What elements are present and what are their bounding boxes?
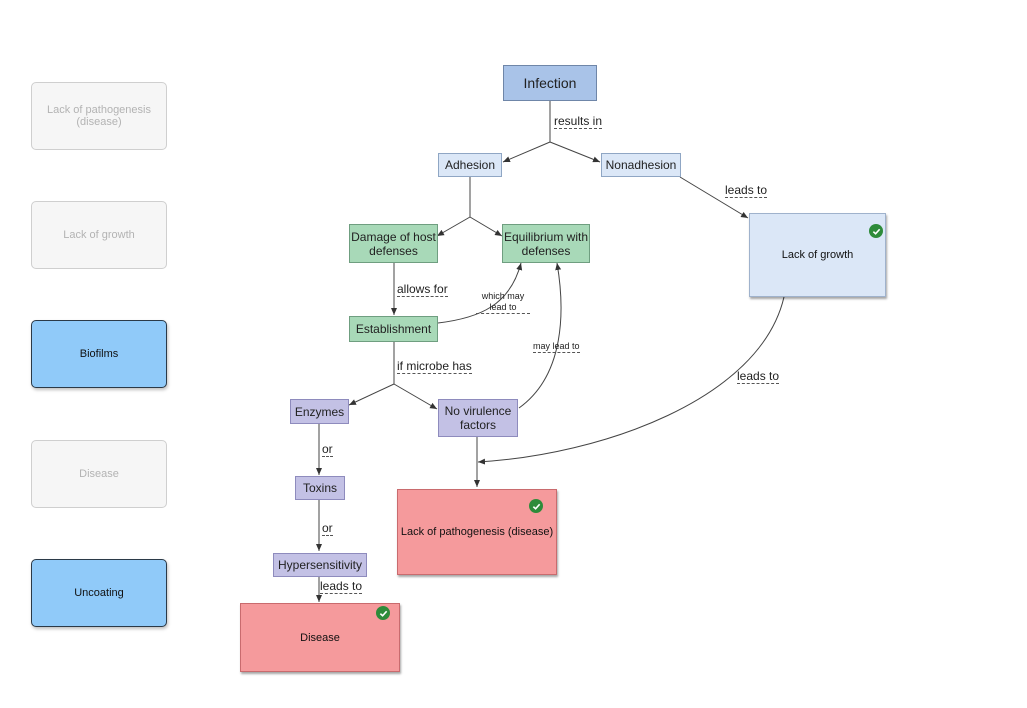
- drop-zone-label: Lack of growth: [781, 249, 854, 261]
- bank-item-lack-of-pathogenesis: Lack of pathogenesis (disease): [31, 82, 167, 150]
- node-damage-of-host-defenses: Damage of host defenses: [349, 224, 438, 263]
- link-label-which-may-lead-to: which may lead to: [476, 291, 530, 314]
- correct-check-icon: [529, 499, 543, 513]
- node-no-virulence-factors: No virulence factors: [438, 399, 518, 437]
- link-label-if-microbe-has: if microbe has: [397, 359, 472, 374]
- node-infection: Infection: [503, 65, 597, 101]
- link-label-or: or: [322, 442, 333, 457]
- bank-item-disease: Disease: [31, 440, 167, 508]
- correct-check-icon: [869, 224, 883, 238]
- bank-item-lack-of-growth: Lack of growth: [31, 201, 167, 269]
- node-enzymes: Enzymes: [290, 399, 349, 424]
- node-equilibrium-with-defenses: Equilibrium with defenses: [502, 224, 590, 263]
- drop-zone-lack-of-pathogenesis[interactable]: Lack of pathogenesis (disease): [397, 489, 557, 575]
- bank-item-biofilms[interactable]: Biofilms: [31, 320, 167, 388]
- bank-item-uncoating[interactable]: Uncoating: [31, 559, 167, 627]
- link-label-leads-to: leads to: [725, 183, 768, 198]
- link-label-results-in: results in: [554, 114, 603, 129]
- node-toxins: Toxins: [295, 476, 345, 500]
- node-establishment: Establishment: [349, 316, 438, 342]
- link-label-leads-to: leads to: [737, 369, 780, 384]
- drop-zone-label: Disease: [300, 631, 340, 644]
- node-adhesion: Adhesion: [438, 153, 502, 177]
- node-hypersensitivity: Hypersensitivity: [273, 553, 367, 577]
- drop-zone-disease[interactable]: Disease: [240, 603, 400, 672]
- drop-zone-label: Lack of pathogenesis (disease): [400, 526, 554, 538]
- link-label-leads-to: leads to: [320, 579, 363, 594]
- node-nonadhesion: Nonadhesion: [601, 153, 681, 177]
- correct-check-icon: [376, 606, 390, 620]
- link-label-allows-for: allows for: [397, 282, 448, 297]
- link-label-may-lead-to: may lead to: [533, 341, 580, 353]
- drop-zone-lack-of-growth[interactable]: Lack of growth: [749, 213, 886, 297]
- link-label-or: or: [322, 521, 333, 536]
